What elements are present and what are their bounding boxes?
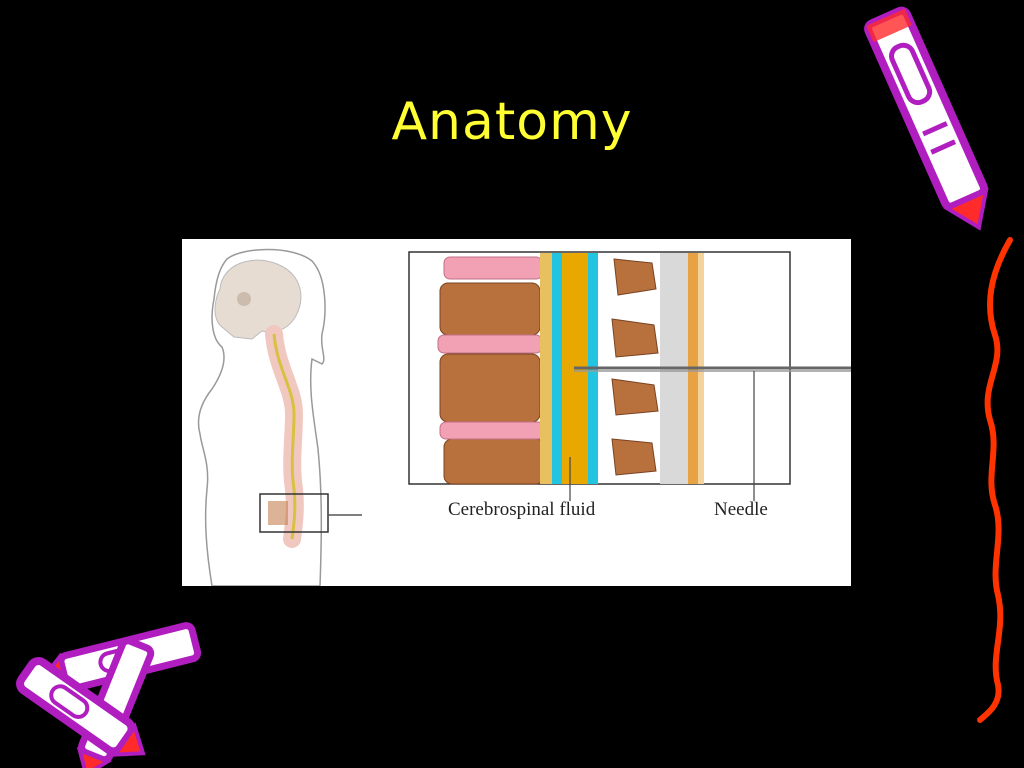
slide-title: Anatomy xyxy=(391,92,633,152)
body-silhouette xyxy=(197,248,362,586)
csf-label: Cerebrospinal fluid xyxy=(448,499,596,520)
spine-cross-section xyxy=(408,251,851,501)
needle-label: Needle xyxy=(714,499,768,520)
crayon-icon xyxy=(864,6,989,231)
spine-anatomy-figure: Cerebrospinal fluid Needle xyxy=(182,239,851,586)
crayons-icon xyxy=(16,622,202,768)
spine-anatomy-illustration xyxy=(197,248,851,586)
squiggle-line xyxy=(977,237,1013,723)
